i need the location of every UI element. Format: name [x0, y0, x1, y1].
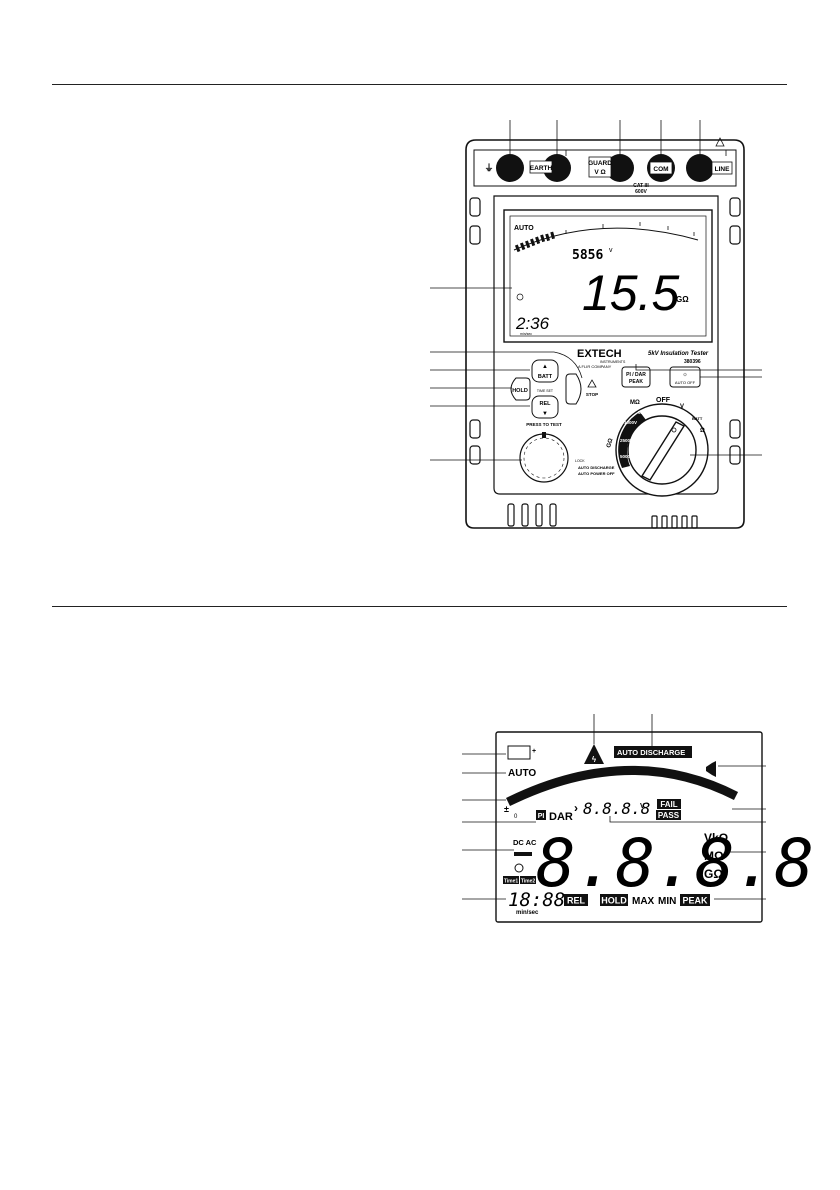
meter-lcd-voltage-unit: v [609, 247, 613, 254]
terminal-labels: EARTH GUARD V Ω COM LINE ⏚ CAT III 600V [484, 156, 733, 195]
meter-lcd-voltage: 5856 [572, 248, 603, 263]
ground-symbol: ⏚ [484, 163, 493, 173]
jack-line [686, 154, 714, 182]
hold-button[interactable]: HOLD [510, 377, 531, 401]
auto-discharge-label: AUTO DISCHARGE [578, 465, 615, 470]
meter-lcd-bargraph-segments [514, 231, 555, 253]
dial-2500v: 2500V [620, 438, 633, 443]
top-rule [52, 84, 787, 85]
dial-v: V [680, 404, 684, 410]
warning-icon [587, 379, 597, 388]
up-arrow-icon: ▲ [542, 364, 548, 370]
brand-sub2: A FLIR COMPANY [578, 364, 612, 369]
dial-off: OFF [656, 397, 671, 404]
time-set-label: TIME SET [537, 389, 554, 393]
brand-logo: EXTECH [577, 348, 622, 360]
stop-button[interactable]: STOP [565, 373, 598, 405]
guard-sub-label: V Ω [594, 169, 605, 176]
auto-off-label: AUTO OFF [675, 380, 696, 385]
cat-label: CAT III [633, 183, 649, 189]
meter-lcd-bargraph-arc [513, 227, 699, 251]
callout-lines-left [430, 287, 583, 461]
terminal-bracket [565, 149, 727, 156]
rotary-dial[interactable] [615, 403, 709, 497]
meter-lcd-auto: AUTO [514, 225, 534, 232]
batt-button[interactable]: ▲ BATT [531, 359, 559, 383]
middle-rule [52, 606, 787, 607]
dial-gohm: GΩ [606, 438, 614, 449]
batt-label: BATT [538, 374, 553, 380]
jack-ground [496, 154, 524, 182]
hold-label: HOLD [512, 388, 528, 394]
clock-icon [516, 293, 524, 301]
lcd-window [503, 209, 713, 343]
meter-inner-outline [493, 195, 719, 495]
stop-label: STOP [586, 392, 598, 397]
meter-lcd-ticks [565, 222, 695, 236]
side-grips-left [469, 197, 481, 465]
dial-1000v: 1000V [624, 420, 637, 425]
jack-guard [606, 154, 634, 182]
callout-lines-right [635, 364, 762, 456]
meter-lcd-main-unit: GΩ [676, 295, 689, 304]
auto-power-off-label: AUTO POWER OFF [578, 471, 615, 476]
dial-ohm: Ω [700, 428, 705, 434]
line-label: LINE [715, 166, 730, 173]
peak-label: PEAK [629, 379, 643, 385]
warning-triangle-top [715, 137, 725, 147]
com-label: COM [653, 166, 668, 173]
dial-mohm: MΩ [630, 400, 640, 406]
model-number: 380396 [684, 359, 701, 365]
guard-label: GUARD [588, 160, 612, 167]
meter-lcd-timer-unit: min/sec [520, 332, 532, 336]
rel-label: REL [540, 401, 552, 407]
earth-label: EARTH [530, 165, 553, 172]
brand-sub1: INSTRUMENTS [600, 360, 626, 364]
callout-lines-top [509, 120, 701, 154]
meter-lcd-timer: 2:36 [515, 314, 550, 333]
lock-label: LOCK [575, 459, 585, 463]
rel-button[interactable]: REL ▼ [531, 395, 559, 419]
test-knob[interactable] [519, 432, 569, 483]
bottom-vents [507, 503, 698, 529]
model-title: 5kV Insulation Tester [648, 351, 709, 357]
dial-5000v: 5000V [620, 454, 633, 459]
auto-off-button[interactable]: ☼ AUTO OFF [669, 366, 701, 388]
backlight-icon: ☼ [682, 372, 688, 378]
cat-voltage-label: 600V [635, 189, 647, 195]
dial-500v: 500V [638, 410, 649, 415]
pi-dar-label: PI / DAR [626, 372, 646, 378]
down-arrow-icon: ▼ [542, 411, 548, 417]
press-to-test-label: PRESS TO TEST [526, 422, 562, 427]
meter-lcd-main-value: 15.5 [582, 265, 680, 321]
dial-batt: BATT [692, 416, 703, 421]
